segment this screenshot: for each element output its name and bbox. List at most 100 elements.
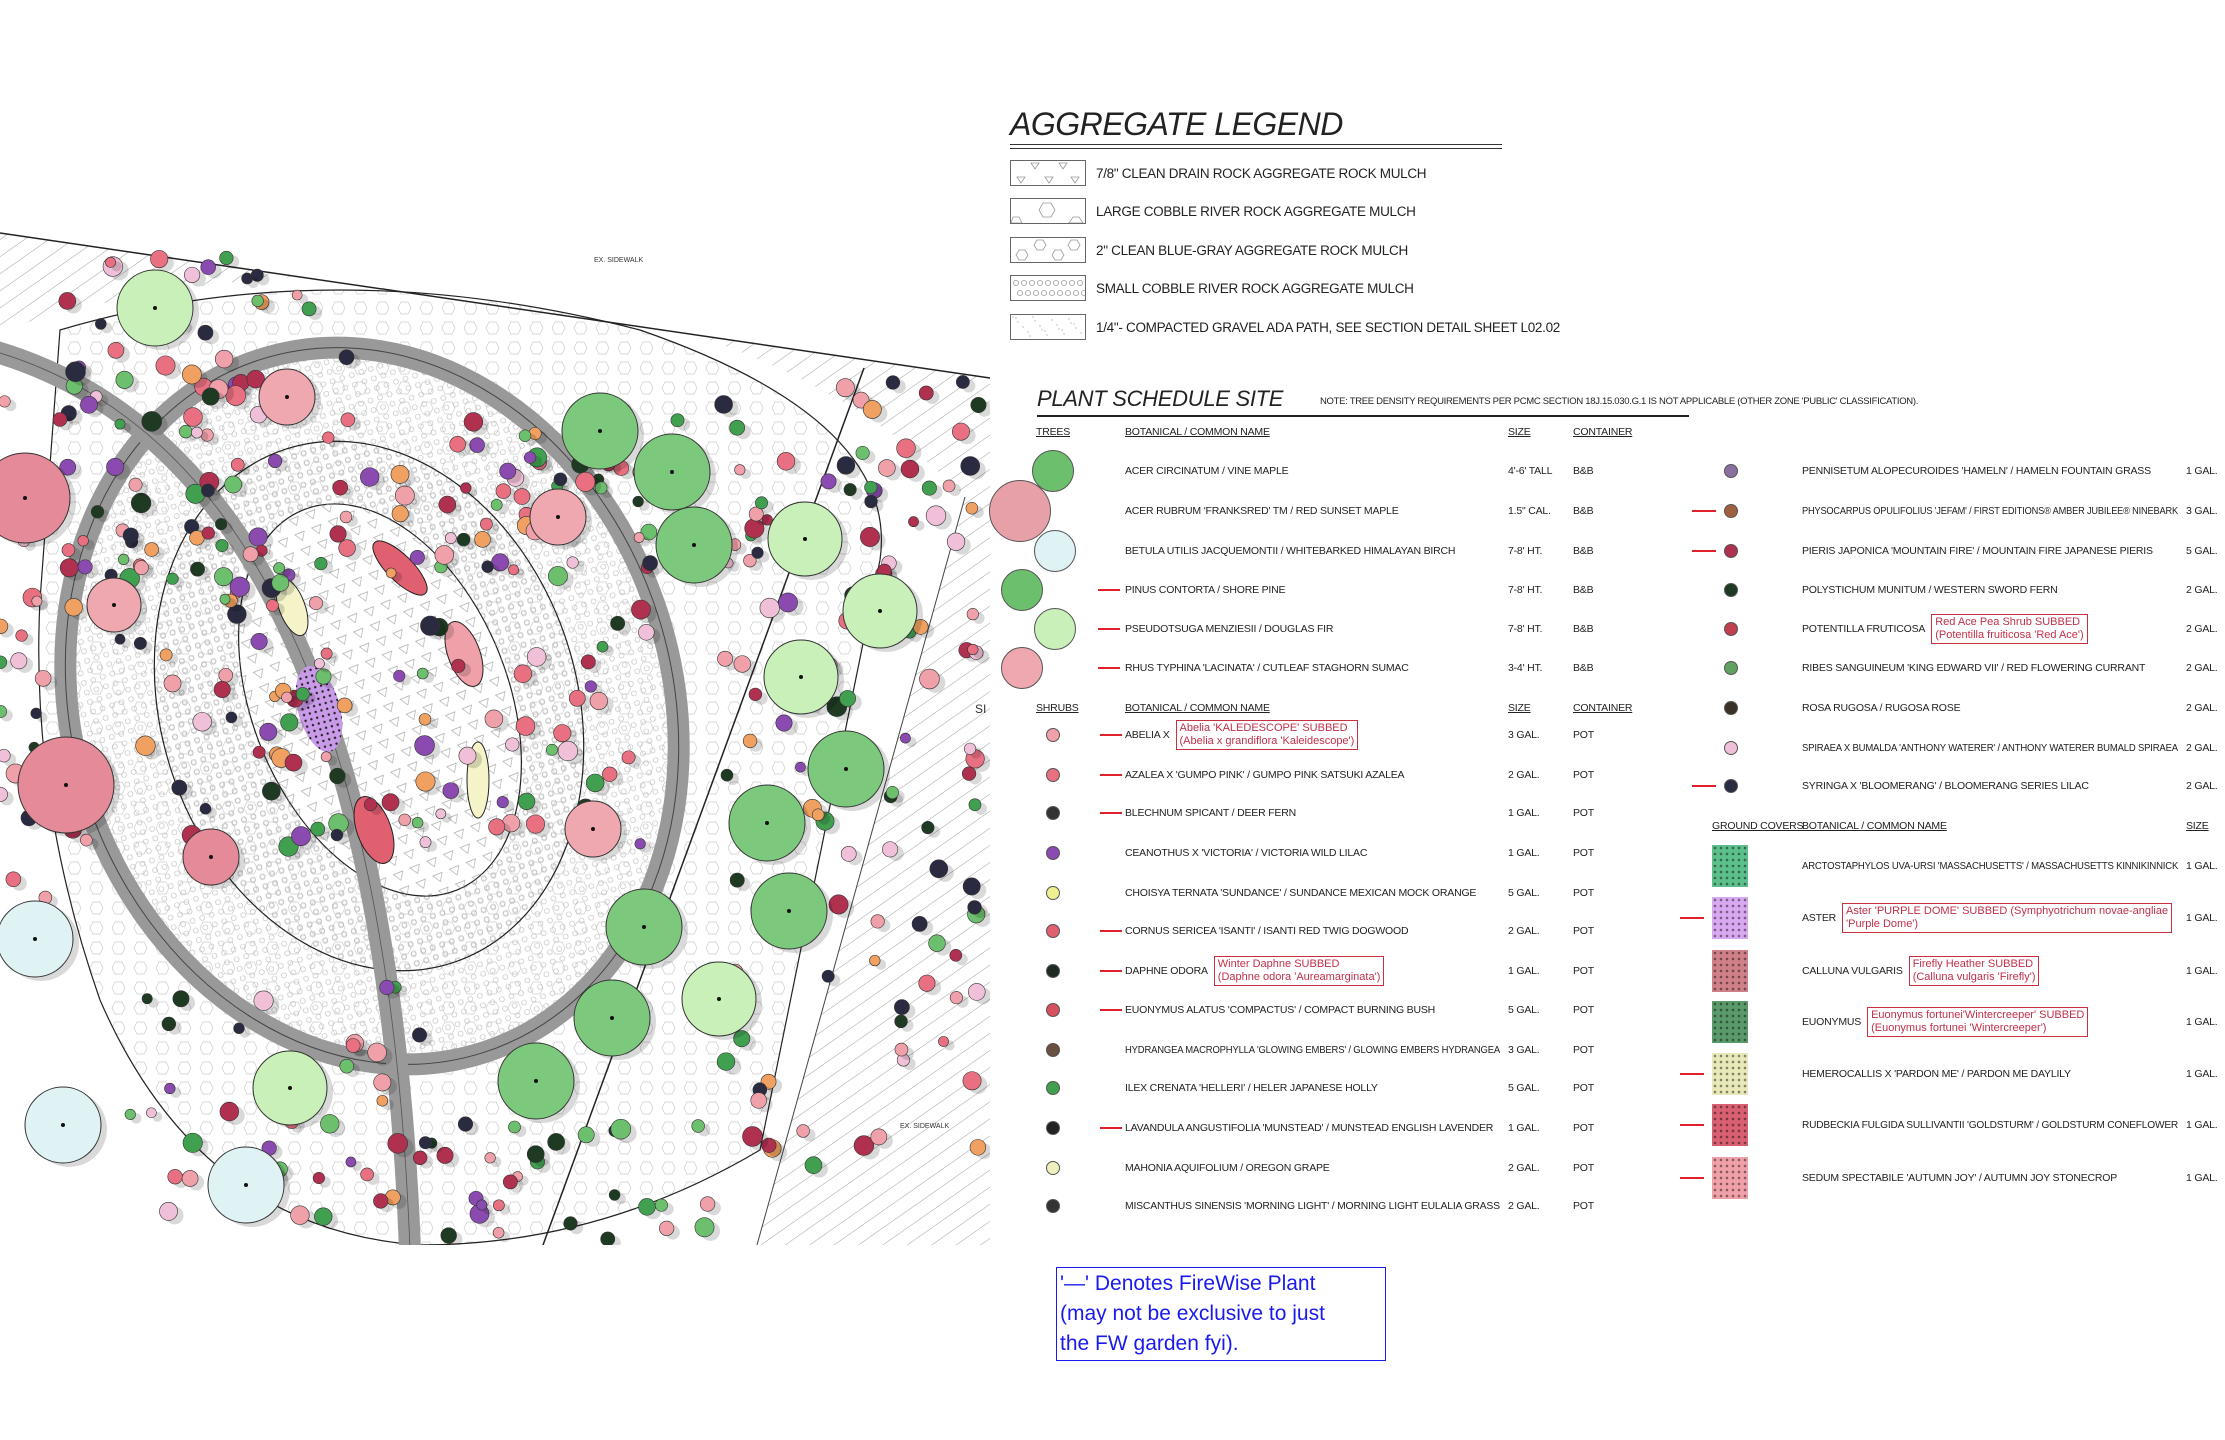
plant-size: 2 GAL. [2186,702,2218,714]
shrub-symbol-icon [659,1220,675,1236]
shrub-symbol-icon [314,658,325,669]
tree-center-icon [285,395,289,399]
plant-size: 1 GAL. [1508,807,1540,819]
shrub-symbol-icon [451,658,466,673]
plant-name: ILEX CRENATA 'HELLERI' / HELER JAPANESE … [1125,1082,1378,1094]
shrub-symbol-icon [505,737,520,752]
shrub-symbol-icon [811,808,825,822]
aggregate-legend-label: LARGE COBBLE RIVER ROCK AGGREGATE MULCH [1096,203,1416,219]
shrub-symbol-icon [734,464,746,476]
plant-name: PIERIS JAPONICA 'MOUNTAIN FIRE' / MOUNTA… [1802,545,2153,557]
shrub-symbol-icon [34,670,52,687]
shrub-symbol-icon [273,562,286,575]
substitution-note-line: (Daphne odora 'Aureamarginata') [1217,971,1381,983]
map-label-partial: SI [975,702,986,716]
shrub-symbol-icon [61,543,76,557]
shrub-symbol-icon [385,567,397,579]
shrub-symbol-icon [1046,1161,1060,1175]
shrub-symbol-icon [515,716,536,736]
shrub-symbol-icon [775,714,793,732]
substitution-note-line: (Abelia x grandiflora 'Kaleidescope') [1179,735,1355,747]
shrub-symbol-icon [241,272,254,285]
plant-container: POT [1573,925,1594,937]
shrub-symbol-icon [526,1145,545,1163]
plant-name: BLECHNUM SPICANT / DEER FERN [1125,807,1296,819]
firewise-marker [1100,774,1122,776]
shrub-symbol-icon [80,395,98,414]
shrub-symbol-icon [436,1146,454,1164]
plant-container: POT [1573,807,1594,819]
shrub-symbol-icon [252,745,266,759]
shrub-symbol-icon [925,505,947,526]
shrub-symbol-icon [320,751,332,763]
map-label-sidewalk: EX. SIDEWALK [900,1123,949,1130]
groundcover-swatch-icon [1712,950,1748,992]
shrub-symbol-icon [118,553,130,566]
shrub-symbol-icon [398,813,411,827]
divider [1010,148,1502,149]
shrub-symbol-icon [314,1207,333,1226]
shrub-symbol-icon [911,916,928,932]
shrub-symbol-icon [596,641,609,653]
shrub-symbol-icon [908,516,919,528]
shrub-symbol-icon [360,1167,374,1182]
shrub-symbol-icon [821,969,835,983]
substitution-note-line: Red Ace Pea Shrub SUBBED [1935,616,2081,628]
shrub-symbol-icon [5,871,22,888]
shrub-symbol-icon [495,483,512,499]
rudbeckia-groundcover-bed [353,796,395,864]
shrub-symbol-icon [291,826,311,846]
plant-size: 1 GAL. [2186,1016,2218,1028]
plant-size: 5 GAL. [2186,545,2218,557]
shrub-symbol-icon [166,572,179,585]
aggregate-legend-item: SMALL COBBLE RIVER ROCK AGGREGATE MULCH [1010,274,1414,302]
shrub-symbol-icon [250,633,268,650]
shrub-symbol-icon [638,624,655,641]
aggregate-legend-item: LARGE COBBLE RIVER ROCK AGGREGATE MULCH [1010,197,1416,225]
shrub-symbol-icon [246,369,265,389]
shrub-symbol-icon [133,636,147,650]
shrub-symbol-icon [420,615,441,636]
shrub-symbol-icon [545,743,558,756]
shrub-symbol-icon [134,560,149,576]
shrub-symbol-icon [52,412,68,427]
shrub-symbol-icon [64,598,83,617]
shrub-symbol-icon [184,266,201,283]
shrub-symbol-icon [329,767,346,785]
plant-size: 2 GAL. [2186,662,2218,674]
shrub-symbol-icon [31,595,43,607]
shrub-symbol-icon [1724,583,1738,597]
plant-container: POT [1573,847,1594,859]
shrub-symbol-icon [1046,806,1060,820]
firewise-note-line: '—' Denotes FireWise Plant [1060,1272,1316,1295]
firewise-marker [1692,510,1716,512]
shrub-symbol-icon [320,647,333,660]
shrub-symbol-icon [1046,1121,1060,1135]
shrub-symbol-icon [513,664,533,683]
shrub-symbol-icon [729,872,745,888]
shrub-symbol-icon [481,560,494,573]
shrub-symbol-icon [691,1119,705,1133]
plant-name: PENNISETUM ALOPECUROIDES 'HAMELN' / HAME… [1802,465,2151,477]
firewise-marker [1100,930,1122,932]
shrub-symbol-icon [77,559,93,575]
plant-container: B&B [1573,545,1594,557]
header-size: SIZE [2186,820,2209,832]
firewise-marker [1100,1127,1122,1129]
shrub-symbol-icon [322,431,335,444]
substitution-note-line: Aster 'PURPLE DOME' SUBBED (Symphyotrich… [1846,905,2169,917]
shrub-symbol-icon [280,713,299,732]
groundcover-swatch-icon [1712,845,1748,887]
shrub-symbol-icon [201,526,215,540]
firewise-note-line: (may not be exclusive to just [1060,1302,1325,1325]
shrub-symbol-icon [513,488,531,505]
shrub-symbol-icon [885,375,901,390]
shrub-symbol-icon [642,555,658,571]
tree-center-icon [642,925,646,929]
tree-symbol-icon [0,452,71,544]
shrub-symbol-icon [1724,661,1738,675]
plant-container: POT [1573,769,1594,781]
shrub-symbol-icon [1046,924,1060,938]
firewise-marker [1100,970,1122,972]
shrub-symbol-icon [610,615,626,631]
